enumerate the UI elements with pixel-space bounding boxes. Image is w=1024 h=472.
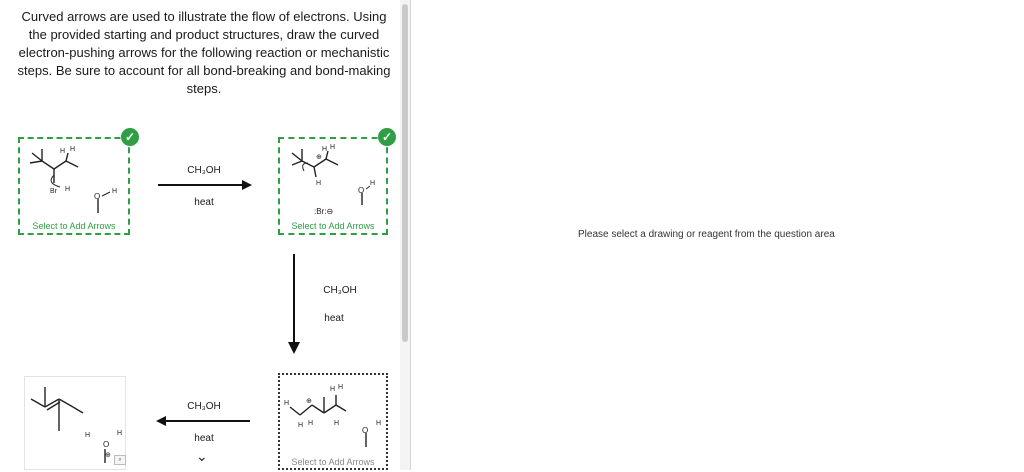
o-label: O	[362, 426, 368, 435]
h-label: H	[316, 180, 321, 187]
structure-2: ⊕ H H H O H :Br:⊖	[291, 144, 375, 216]
select-to-add-arrows-3[interactable]: Select to Add Arrows	[291, 457, 375, 467]
h-label: H	[338, 384, 343, 391]
question-prompt: Curved arrows are used to illustrate the…	[17, 9, 391, 96]
structure-1: H H Br H O H	[29, 146, 117, 213]
reagent-step-1[interactable]: CH₃OH	[187, 165, 221, 176]
o-label: O	[103, 440, 109, 449]
h-label: H	[322, 146, 327, 153]
checkmark-icon: ✓	[378, 128, 396, 146]
drawing-box-2[interactable]: ⊕ H H H O H :Br:⊖ Select to Add Arrows	[278, 137, 388, 235]
scrollbar-thumb[interactable]	[402, 4, 408, 342]
h-label: H	[60, 148, 65, 155]
condition-step-3[interactable]: heat	[194, 433, 214, 444]
carbocation-charge: ⊕	[316, 154, 322, 161]
structure-3: H ⊕ H H H H H O H	[284, 384, 381, 447]
select-to-add-arrows-1[interactable]: Select to Add Arrows	[32, 221, 116, 231]
right-panel-message: Please select a drawing or reagent from …	[578, 229, 835, 240]
h-label: H	[370, 180, 375, 187]
condition-step-1[interactable]: heat	[194, 197, 214, 208]
reaction-arrow-2	[288, 254, 300, 354]
o-label: O	[358, 186, 364, 195]
h-label: H	[65, 186, 70, 193]
reagent-step-3[interactable]: CH₃OH	[187, 401, 221, 412]
h-label: H	[70, 146, 75, 153]
carbocation-charge: ⊕	[306, 398, 312, 405]
structure-4: H O ⊕ H	[30, 387, 122, 463]
h-label: H	[112, 188, 117, 195]
question-panel: Curved arrows are used to illustrate the…	[0, 0, 400, 470]
h-label: H	[376, 420, 381, 427]
drawing-box-3[interactable]: H ⊕ H H H H H O H Select to Add Arrows	[278, 373, 388, 470]
br-label: Br	[50, 188, 58, 195]
reaction-arrow-3	[156, 416, 250, 426]
panel-divider	[410, 0, 411, 470]
checkmark-icon: ✓	[121, 128, 139, 146]
h-label: H	[85, 432, 90, 439]
chevron-down-icon[interactable]: ⌄	[196, 448, 208, 464]
h-label: H	[117, 430, 122, 437]
h-label: H	[308, 420, 313, 427]
h-label: H	[284, 400, 289, 407]
h-label: H	[330, 386, 335, 393]
h-label: H	[334, 420, 339, 427]
drawing-box-4[interactable]: H O ⊕ H	[24, 376, 126, 470]
condition-step-2[interactable]: heat	[324, 313, 344, 324]
select-to-add-arrows-2[interactable]: Select to Add Arrows	[291, 221, 375, 231]
h-label: H	[298, 422, 303, 429]
drawing-box-1[interactable]: H H Br H O H Select to Add Arrows	[18, 137, 130, 235]
bromide-anion: :Br:⊖	[314, 207, 333, 216]
o-label: O	[94, 192, 100, 201]
h-label: H	[330, 144, 335, 151]
oxonium-charge: ⊕	[105, 452, 111, 459]
reaction-arrow-1	[158, 180, 252, 190]
magnify-icon[interactable]: ⌕	[114, 455, 126, 465]
reagent-step-2[interactable]: CH₃OH	[323, 285, 357, 296]
